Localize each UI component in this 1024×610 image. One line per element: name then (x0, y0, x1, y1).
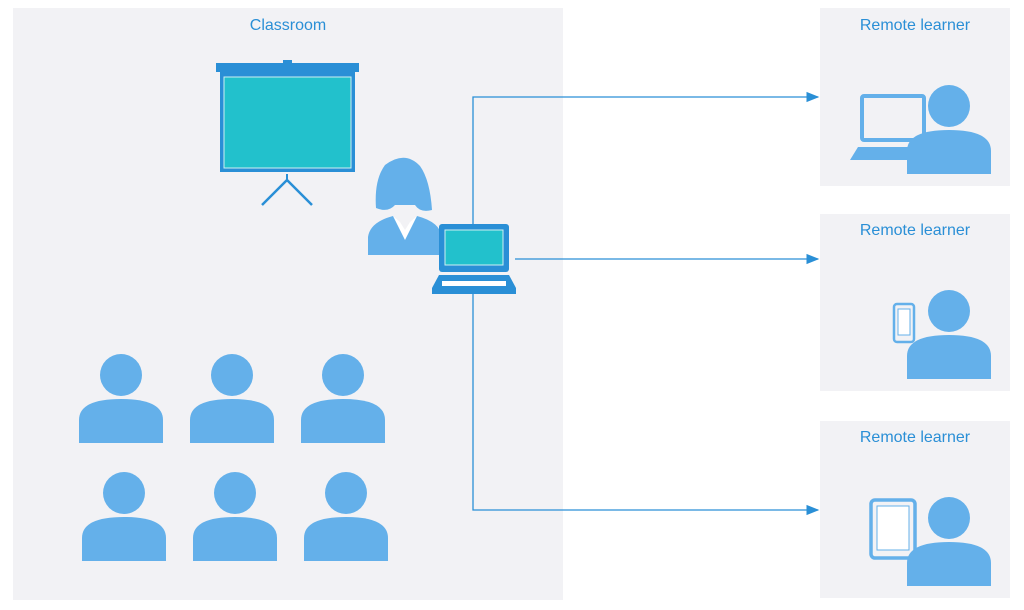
student-icon (82, 472, 166, 561)
remote-title-2: Remote learner (859, 222, 971, 239)
line-to-remote-1 (472, 91, 820, 225)
student-icon (301, 354, 385, 443)
remote-phone-icon (892, 302, 916, 344)
line-to-remote-3 (472, 294, 820, 516)
remote-laptop-icon (850, 94, 926, 160)
remote-learner-icon-1 (907, 85, 991, 174)
classroom-title: Classroom (249, 17, 327, 34)
student-icon (193, 472, 277, 561)
remote-tablet-icon (869, 498, 917, 560)
remote-title-1: Remote learner (859, 17, 971, 34)
remote-title-3: Remote learner (859, 429, 971, 446)
remote-learner-icon-3 (907, 497, 991, 586)
student-icon (190, 354, 274, 443)
student-icon (79, 354, 163, 443)
teacher-icon (368, 157, 442, 255)
remote-learner-icon-2 (907, 290, 991, 379)
student-icon (304, 472, 388, 561)
connection-lines (472, 91, 820, 516)
students (79, 354, 388, 561)
teacher-laptop-icon (432, 224, 516, 294)
projector-screen-icon (216, 60, 359, 206)
